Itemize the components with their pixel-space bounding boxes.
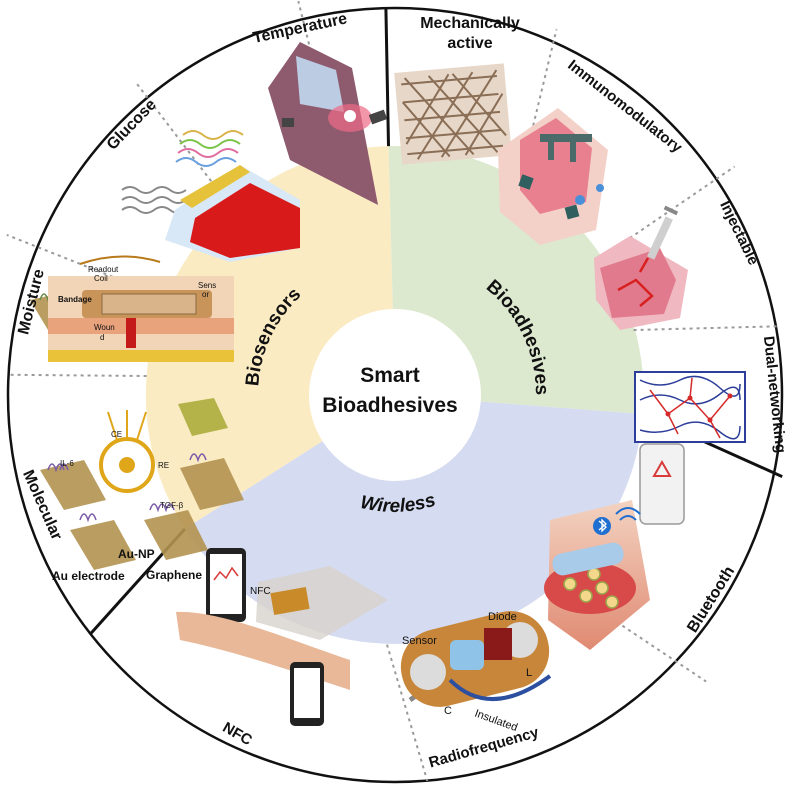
rf-c-text: C: [444, 705, 452, 717]
graphene-text: Graphene: [146, 568, 202, 582]
nfc-illustration: NFC: [176, 548, 388, 726]
dual-networking-illustration: [634, 371, 746, 443]
il6-text: IL-6: [60, 459, 74, 468]
center-title-line1: Smart: [360, 364, 420, 387]
bandage-text: Bandage: [58, 295, 92, 304]
mechanically-active-illustration: [394, 63, 512, 165]
tgf-text: TGF-β: [160, 501, 184, 510]
wound-text-1: Woun: [94, 323, 115, 332]
nfc-tag-text: NFC: [250, 586, 271, 597]
injectable-illustration: [594, 205, 688, 330]
wound-text-2: d: [100, 333, 104, 342]
moisture-illustration: Readout Coil Sens or Bandage Woun d: [48, 255, 234, 362]
au-electrode-text: Au electrode: [52, 569, 125, 583]
center-circle: [309, 309, 481, 481]
re-text: RE: [158, 461, 169, 470]
mechanically-active-label-line1: Mechanically: [420, 15, 520, 32]
sensor-text-1: Sens: [198, 281, 216, 290]
mechanically-active-label-line2: active: [447, 35, 492, 52]
rf-sensor-text: Sensor: [402, 635, 437, 647]
readout-text-2: Coil: [94, 274, 108, 283]
readout-text-1: Readout: [88, 265, 119, 274]
ce-text: CE: [111, 430, 122, 439]
bluetooth-illustration: [544, 443, 685, 650]
sensor-text-2: or: [202, 290, 209, 299]
temperature-illustration: [268, 42, 388, 205]
rf-diode-text: Diode: [488, 611, 517, 623]
au-np-text: Au-NP: [118, 547, 155, 561]
center-title-line2: Bioadhesives: [322, 394, 457, 417]
rf-l-text: L: [526, 667, 532, 679]
glucose-illustration: [121, 130, 300, 262]
radiofrequency-illustration: Sensor Diode C L Insulated: [400, 611, 552, 734]
immunomodulatory-illustration: [498, 108, 608, 245]
